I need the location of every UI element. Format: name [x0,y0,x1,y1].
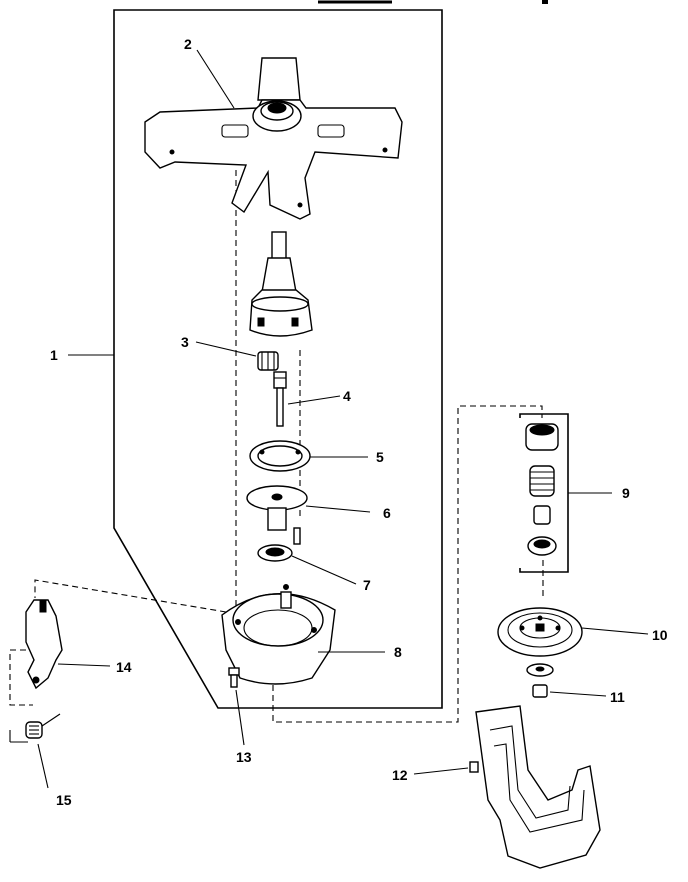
part-9-clutch-group [519,413,569,573]
callout-12: 12 [392,767,408,783]
callout-10: 10 [652,627,668,643]
part-15-spring [9,713,61,743]
part-8-housing-base [221,584,336,685]
part-3-gear [257,351,279,371]
part-13-screw [228,667,240,688]
part-5-retaining-ring [249,440,311,472]
part-12-motor-bracket [469,705,601,869]
header-mark [542,0,548,4]
part-1-transmission-housing [249,231,313,337]
leader-lines [37,49,649,789]
callout-6: 6 [383,505,391,521]
callout-8: 8 [394,644,402,660]
callout-15: 15 [56,792,72,808]
part-11-nut-washer [526,663,554,698]
callout-9: 9 [622,485,630,501]
callout-7: 7 [363,577,371,593]
part-10-pulley [497,607,583,657]
callout-11: 11 [610,689,625,705]
assembly-1-boundary [113,9,443,709]
callout-5: 5 [376,449,384,465]
part-2-spider-plate [144,57,403,220]
callout-4: 4 [343,388,351,404]
part-6-flange [246,485,308,545]
part-7-seal [257,544,293,562]
callout-3: 3 [181,334,189,350]
callout-14: 14 [116,659,132,675]
callout-2: 2 [184,36,192,52]
dashed-leader-lines [9,170,544,723]
part-14-lever-bracket [25,599,63,690]
callout-1: 1 [50,347,58,363]
callout-13: 13 [236,749,252,765]
part-4-pinion-shaft [273,371,287,427]
